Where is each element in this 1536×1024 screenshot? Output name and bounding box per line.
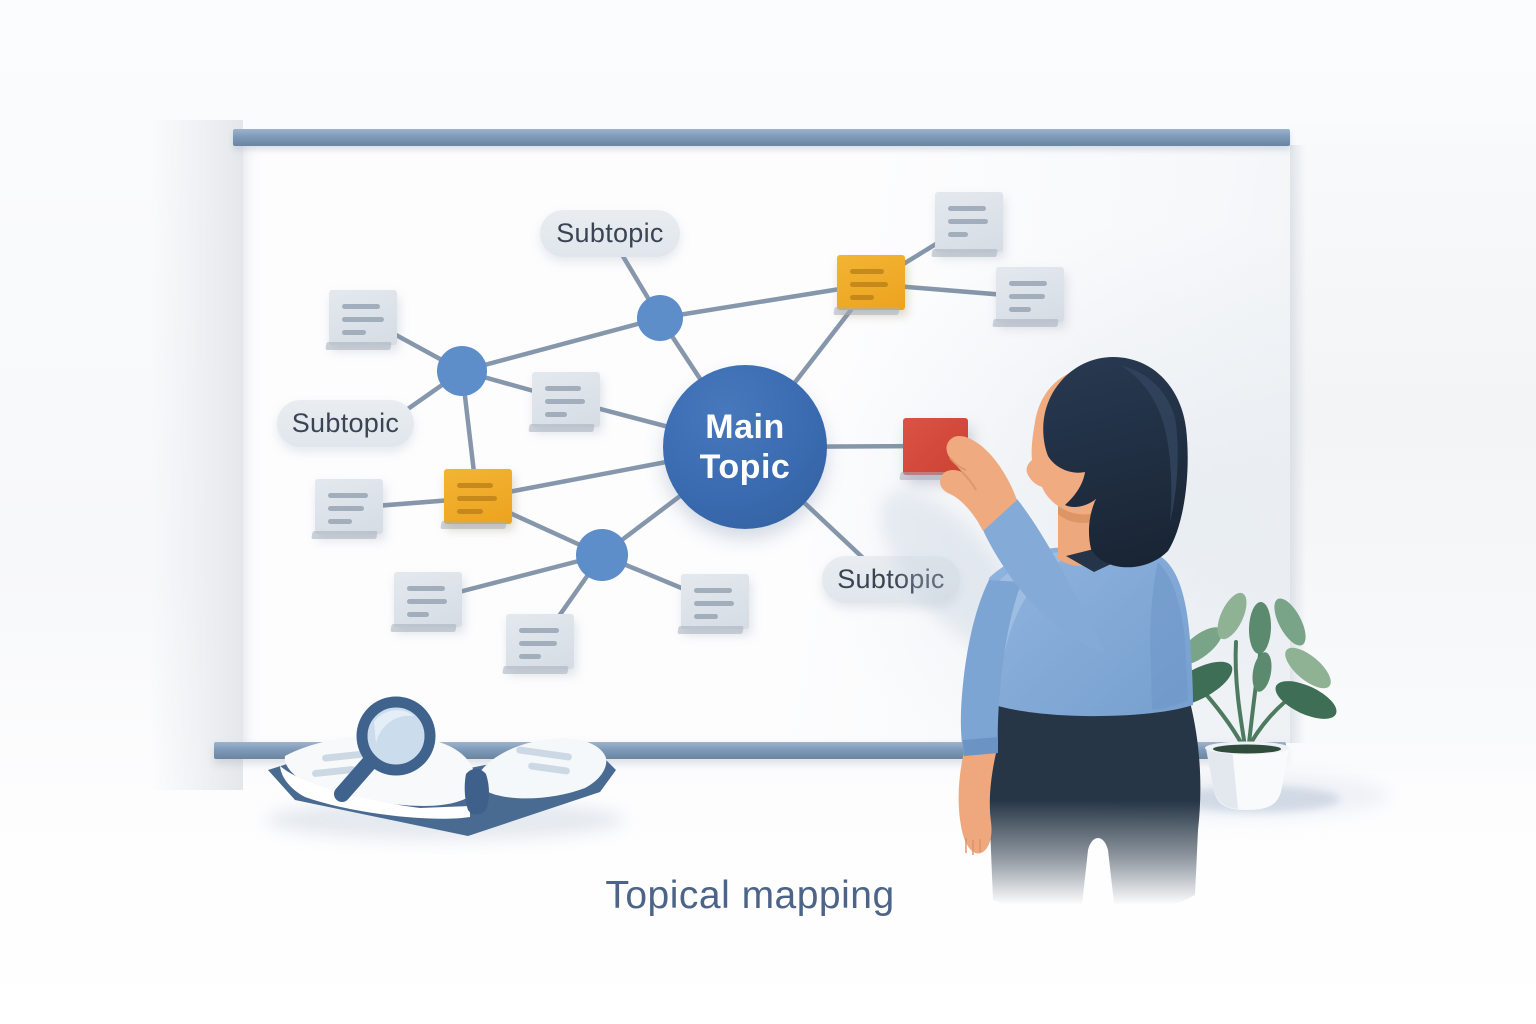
sticky-note-gray <box>315 479 383 534</box>
sticky-note-gray <box>394 572 462 627</box>
potted-plant <box>1163 592 1340 812</box>
caption-text: Topical mapping <box>605 874 895 917</box>
whiteboard-top-rail <box>233 129 1290 146</box>
subtopic-pill-label: Subtopic <box>556 218 664 248</box>
whiteboard-edge-shadow <box>1290 145 1306 743</box>
sticky-note-gray <box>681 574 749 629</box>
woman-figure <box>940 357 1201 915</box>
sticky-note-yellow <box>444 469 512 524</box>
subtopic-pill-label: Subtopic <box>291 408 400 438</box>
sticky-note-gray <box>506 614 574 669</box>
sticky-note-gray <box>329 290 397 345</box>
subtopic-node-circle <box>637 295 683 341</box>
main-topic-label-line2: Topic <box>699 448 791 486</box>
sticky-note-gray <box>996 267 1064 322</box>
magnifier-icon <box>334 696 436 802</box>
main-topic-node: Main Topic <box>663 365 827 529</box>
wall-left-shading <box>150 120 243 790</box>
connector-line <box>459 315 663 374</box>
woman-right-hand <box>940 436 1017 531</box>
open-book <box>268 696 616 836</box>
woman-left-hand <box>958 752 996 854</box>
subtopic-pill-left: Subtopic <box>277 400 414 447</box>
subtopic-node-circle <box>437 346 487 396</box>
sticky-note-gray <box>532 372 600 427</box>
subtopic-node-circle <box>576 529 628 581</box>
subtopic-pill-top: Subtopic <box>540 210 680 257</box>
woman-pants <box>987 700 1201 915</box>
sticky-note-yellow <box>837 255 905 310</box>
connector-line <box>657 281 874 321</box>
woman-hair <box>1043 357 1188 568</box>
wall-right-shading <box>1290 125 1536 770</box>
main-topic-label-line1: Main <box>705 407 785 446</box>
woman-right-sleeve <box>983 499 1104 652</box>
sticky-note-gray <box>935 192 1003 252</box>
woman-left-sleeve <box>960 580 1022 756</box>
